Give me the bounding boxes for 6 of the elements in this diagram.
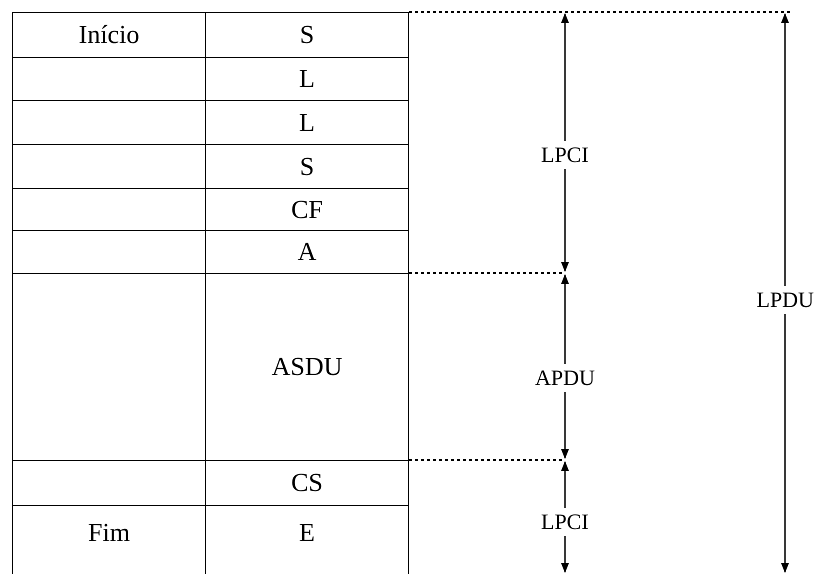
table-cell: Início [12, 12, 206, 58]
dimension-label: LPCI [541, 141, 589, 169]
dimension-label: LPDU [756, 286, 814, 314]
dimension-label: APDU [535, 364, 595, 392]
table-cell: S [205, 12, 409, 58]
dimension-label: LPCI [541, 508, 589, 536]
